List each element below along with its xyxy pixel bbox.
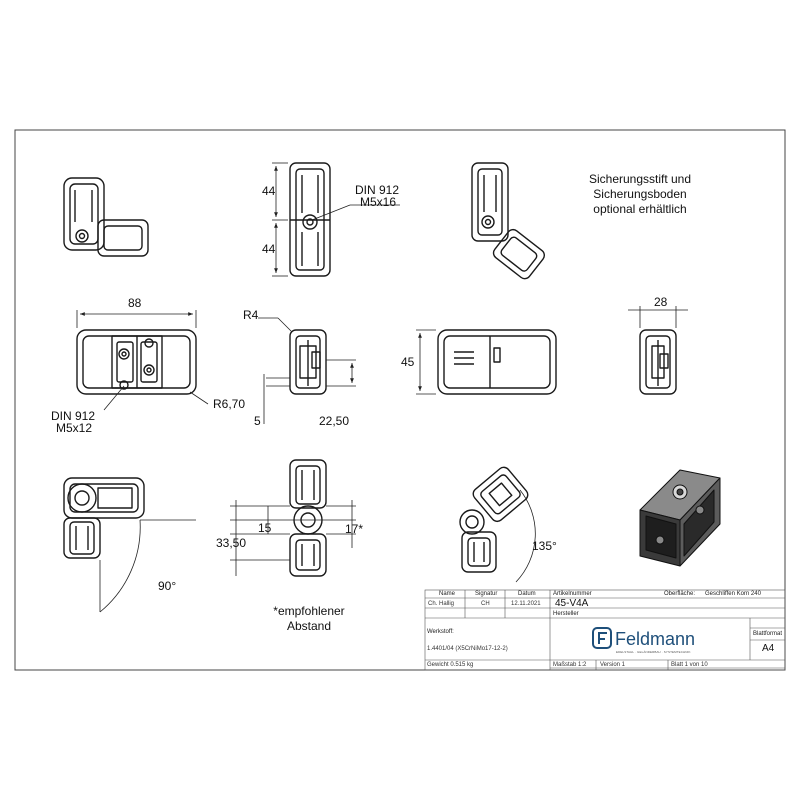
elbow-90-front-view xyxy=(63,177,149,257)
straight-long-side-view xyxy=(437,329,557,395)
tb-manufacturer-label: Hersteller xyxy=(553,611,579,617)
dim-17-recommended: 17* xyxy=(345,522,364,536)
screw-label-top-2: M5x16 xyxy=(360,195,397,209)
dim-44-bottom: 44 xyxy=(262,242,276,256)
straight-end-view xyxy=(639,329,677,395)
note-line-2: Sicherungsboden xyxy=(593,187,687,201)
tb-name-label: Name xyxy=(439,591,456,597)
tb-weight: Gewicht 0.515 kg xyxy=(427,662,474,668)
footnote-line-2: Abstand xyxy=(286,619,332,633)
tb-surface-value: Geschliffen Korn 240 xyxy=(705,591,761,597)
dim-15: 15 xyxy=(258,521,272,535)
tb-surface-label: Oberfläche: xyxy=(664,591,696,597)
dim-45: 45 xyxy=(401,355,415,369)
tb-date: 12.11.2021 xyxy=(511,601,541,607)
brand-name: Feldmann xyxy=(615,629,696,649)
radius-r670: R6,70 xyxy=(213,397,246,411)
tb-version: Version 1 xyxy=(600,662,626,668)
tb-format-label: Blattformat xyxy=(753,631,783,637)
optional-parts-note: Sicherungsstift und Sicherungsboden opti… xyxy=(575,172,705,217)
tb-scale: Maßstab 1:2 xyxy=(553,662,587,668)
dim-5: 5 xyxy=(254,414,261,428)
tb-format-value: A4 xyxy=(762,643,775,654)
elbow-135-front-view xyxy=(471,162,546,280)
swivel-135-view xyxy=(459,466,529,573)
tb-material-value: 1.4401/04 (X5CrNiMo17-12-2) xyxy=(427,646,508,652)
recommended-spacing-note: *empfohlener Abstand xyxy=(254,604,364,634)
footnote-line-1: *empfohlener xyxy=(273,604,345,618)
angle-135: 135° xyxy=(532,539,557,553)
note-line-3: optional erhältlich xyxy=(593,202,687,216)
sheet-border xyxy=(14,129,786,671)
screw-label-left-1: DIN 912 xyxy=(51,409,96,423)
screw-label-left-2: M5x12 xyxy=(56,421,93,435)
straight-front-view xyxy=(289,162,331,277)
tb-date-label: Datum xyxy=(518,591,536,597)
dim-22-50: 22,50 xyxy=(319,414,350,428)
tb-article-number: 45-V4A xyxy=(555,598,589,609)
feldmann-logo-icon xyxy=(592,627,612,649)
tb-signature: CH xyxy=(481,601,490,607)
tb-material-label: Werkstoff: xyxy=(427,629,454,635)
tb-sheet: Blatt 1 von 10 xyxy=(671,662,708,668)
dim-44-top: 44 xyxy=(262,184,276,198)
dim-33-50: 33,50 xyxy=(216,536,247,550)
dim-28: 28 xyxy=(654,295,668,309)
screw-label-top-1: DIN 912 xyxy=(355,183,400,197)
isometric-render xyxy=(639,469,721,567)
tb-article-label: Artikelnummer xyxy=(553,591,592,597)
note-line-1: Sicherungsstift und xyxy=(588,172,692,186)
straight-side-view xyxy=(289,329,327,395)
dim-88: 88 xyxy=(128,296,142,310)
tb-drawn-by: Ch. Hallig xyxy=(428,601,455,607)
radius-r4: R4 xyxy=(243,308,259,322)
straight-top-view xyxy=(76,329,197,395)
tb-signature-label: Signatur xyxy=(475,591,498,597)
swivel-straight-view xyxy=(289,459,327,577)
swivel-90-view xyxy=(63,477,145,559)
angle-90: 90° xyxy=(158,579,177,593)
brand-tagline: EDELSTAHL · GELÄNDERBAU · SYSTEMTECHNIK xyxy=(616,650,691,654)
